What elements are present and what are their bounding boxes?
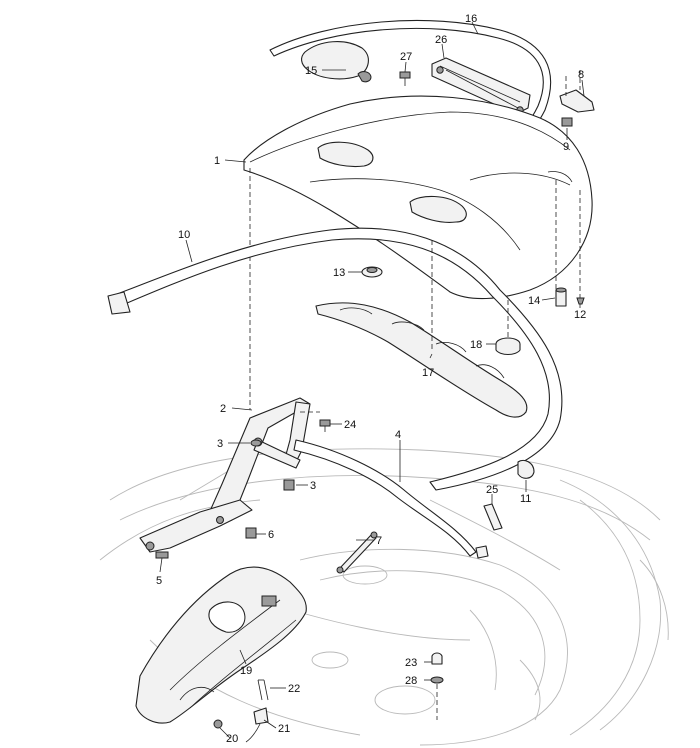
callout-21: 21: [278, 723, 290, 735]
callout-22: 22: [288, 683, 300, 695]
part-20-plug: [213, 719, 223, 729]
part-27-screw: [399, 71, 411, 86]
part-23-cap: [431, 652, 443, 665]
callout-6: 6: [268, 529, 274, 541]
callout-28: 28: [405, 675, 417, 687]
part-3-bushing-lower: [283, 479, 295, 491]
callout-25: 25: [486, 484, 498, 496]
part-24-screw: [300, 411, 331, 432]
callout-13: 13: [333, 267, 345, 279]
part-9-nut: [561, 117, 573, 127]
callout-3-upper: 3: [217, 438, 223, 450]
part-13-grommet: [361, 266, 383, 278]
part-5-bolt: [155, 551, 169, 559]
callout-23: 23: [405, 657, 417, 669]
car-body-outline: [99, 448, 669, 746]
part-19-lock-housing: [135, 566, 307, 724]
leader-lines: [159, 21, 585, 739]
part-2-hinge-assembly: [139, 397, 311, 553]
callout-9: 9: [563, 141, 569, 153]
callout-15: 15: [305, 65, 317, 77]
part-25-clip: [483, 503, 503, 531]
part-4-cable: [293, 439, 489, 559]
part-1-lid-panel: [243, 95, 593, 410]
callout-1: 1: [214, 155, 220, 167]
callout-20: 20: [226, 733, 238, 745]
callout-4: 4: [395, 429, 401, 441]
part-14-buffer: [555, 287, 567, 307]
part-21-connector: [245, 707, 269, 743]
part-8-bracket: [559, 70, 595, 113]
callout-12: 12: [574, 309, 586, 321]
callout-5: 5: [156, 575, 162, 587]
part-18-buffer: [495, 300, 521, 356]
callout-7: 7: [376, 535, 382, 547]
part-10-seal-left: [107, 227, 563, 491]
callout-labels: 1 2 3 3 4 5 6 7 8 9 10 11 12 13 14 15 16…: [156, 13, 586, 745]
callout-17: 17: [422, 367, 434, 379]
part-17-trim-pad: [315, 240, 528, 418]
part-3-bushing-upper: [250, 439, 262, 447]
part-15-cover-pad: [301, 41, 372, 83]
part-11-bumper: [517, 459, 535, 479]
callout-26: 26: [435, 34, 447, 46]
part-28-washer: [430, 676, 444, 720]
part-7-gas-strut: [336, 531, 378, 574]
part-12-clip: [576, 297, 585, 305]
callout-2: 2: [220, 403, 226, 415]
callout-3-lower: 3: [310, 480, 316, 492]
callout-24: 24: [344, 419, 356, 431]
callout-27: 27: [400, 51, 412, 63]
part-26-hinge-bracket: [431, 57, 531, 115]
callout-18: 18: [470, 339, 482, 351]
part-6-nut: [245, 527, 257, 539]
callout-11: 11: [520, 493, 531, 505]
callout-14: 14: [528, 295, 540, 307]
callout-19: 19: [240, 665, 252, 677]
callout-10: 10: [178, 229, 190, 241]
part-22-spring-clip: [257, 679, 269, 701]
callout-16: 16: [465, 13, 477, 25]
callout-8: 8: [578, 69, 584, 81]
